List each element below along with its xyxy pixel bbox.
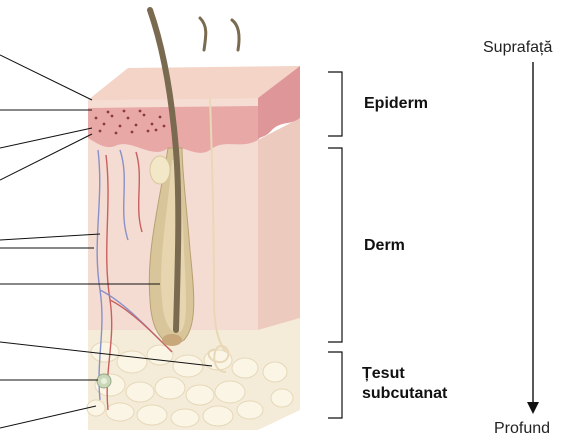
bracket-subcutanat: [328, 352, 342, 418]
depth-label-surface: Suprafață: [483, 38, 552, 58]
label-epiderm: Epiderm: [364, 94, 428, 114]
leader-line-4: [0, 134, 92, 180]
nerve-ending: [97, 374, 111, 388]
layer-brackets: [328, 72, 342, 418]
leader-line-5: [0, 234, 100, 240]
label-tesut-subcutanat: Țesut subcutanat: [362, 364, 447, 404]
bracket-epiderm: [328, 72, 342, 136]
leader-line-1: [0, 55, 92, 100]
bracket-derm: [328, 148, 342, 342]
leader-line-3: [0, 128, 92, 148]
label-derm: Derm: [364, 236, 405, 256]
leader-line-10: [0, 406, 96, 428]
label-tesut-line2: subcutanat: [362, 384, 447, 404]
depth-arrow: [527, 62, 539, 414]
label-tesut-line1: Țesut: [362, 364, 447, 384]
depth-label-deep: Profund: [494, 419, 550, 439]
subcutaneous-layer: [87, 318, 300, 430]
